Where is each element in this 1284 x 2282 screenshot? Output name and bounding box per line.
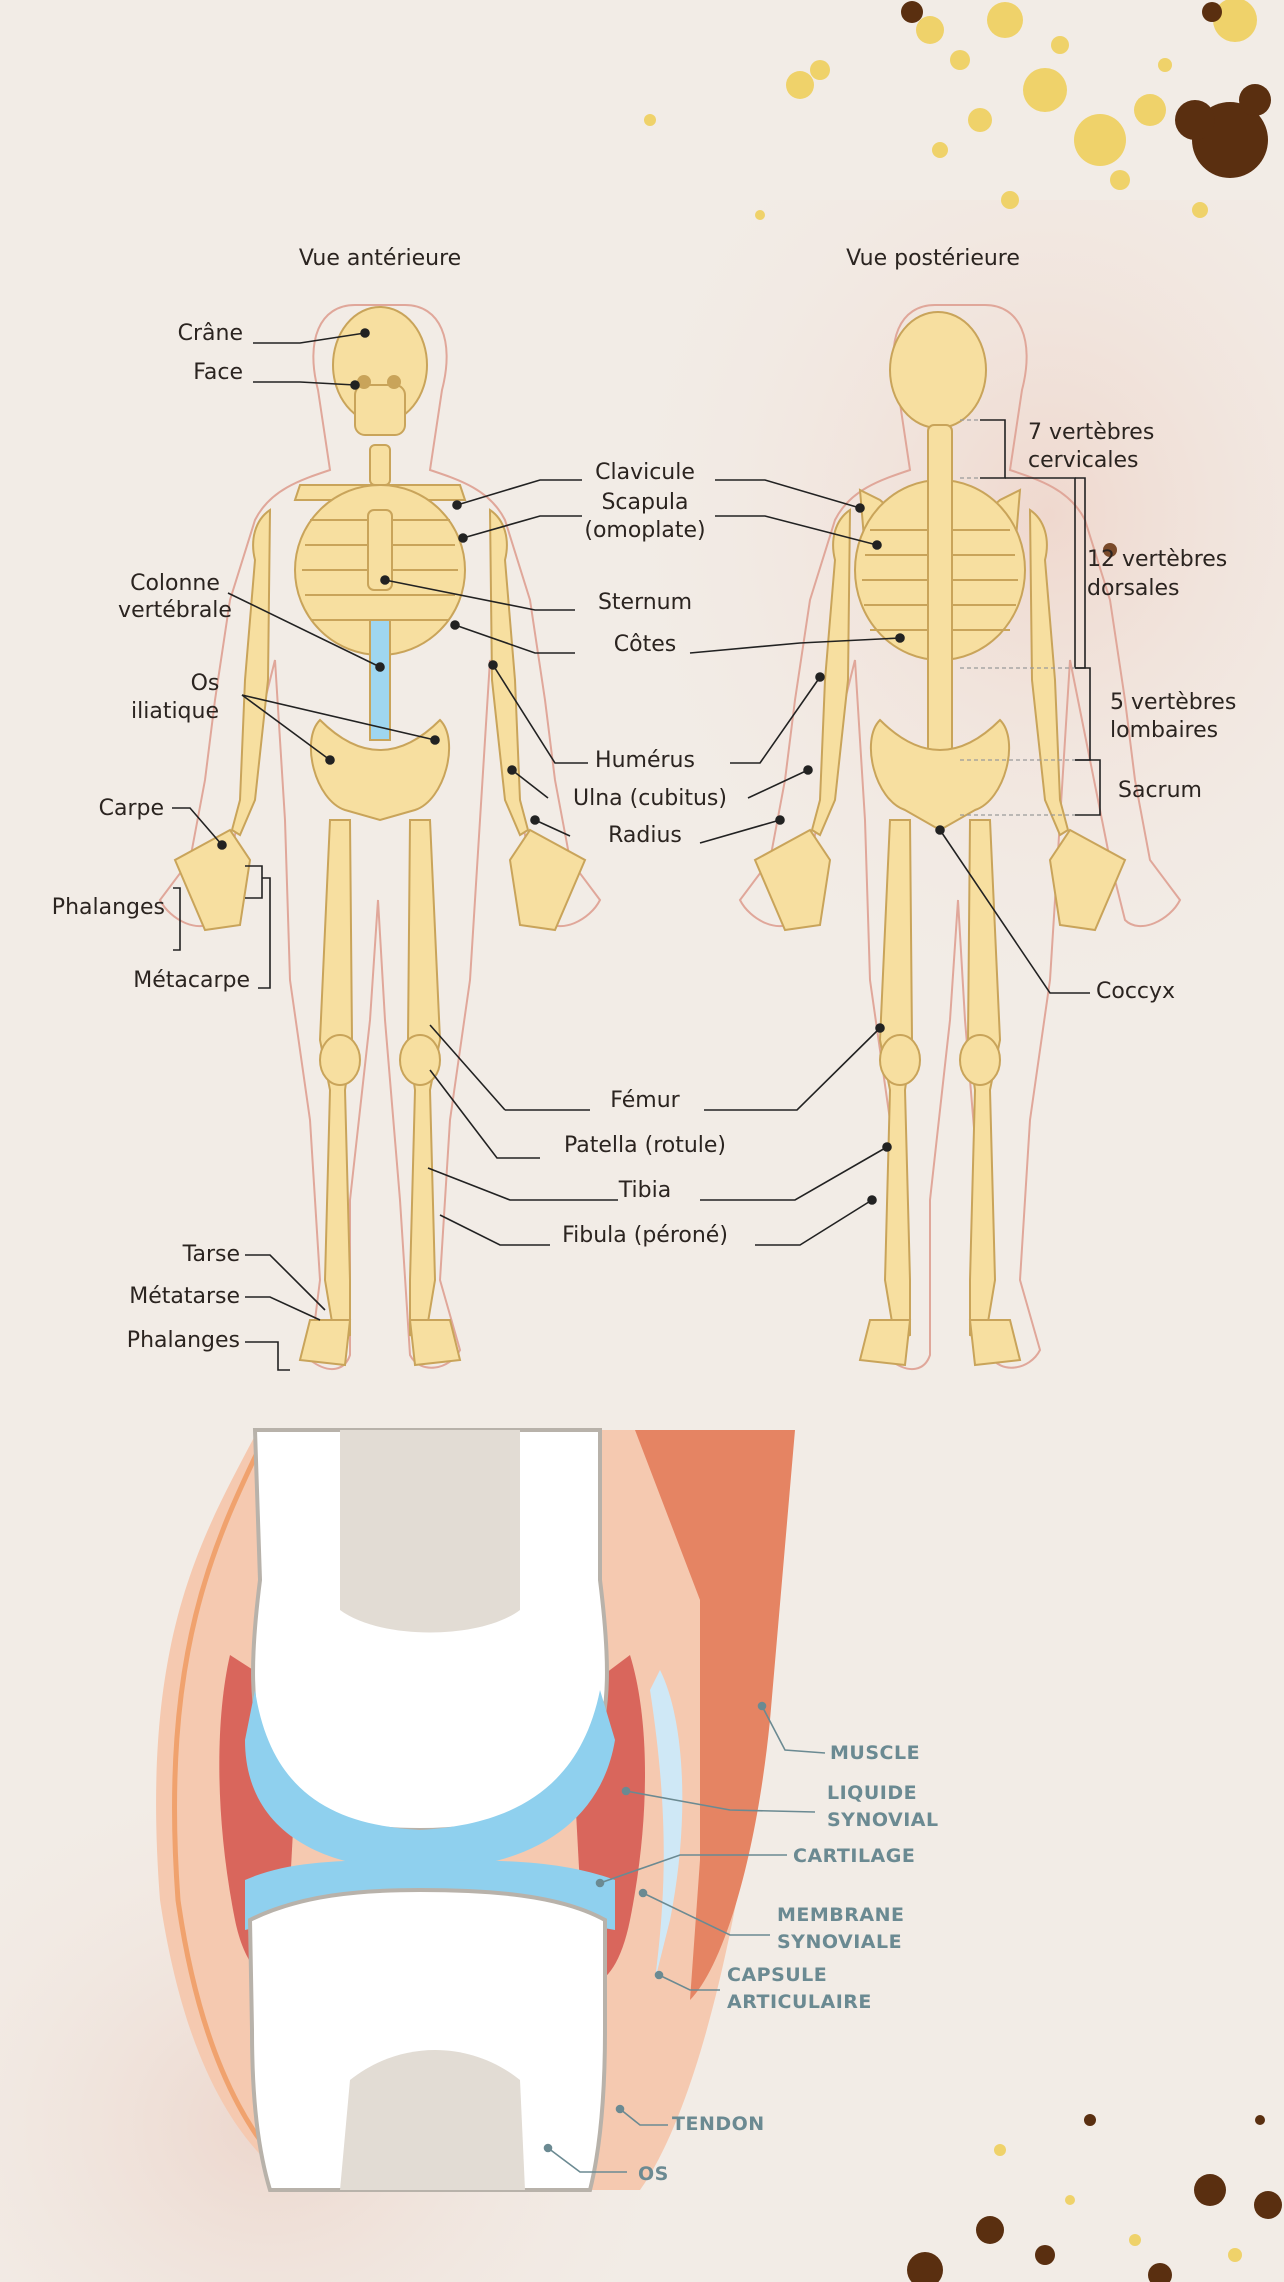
label-humerus: Humérus bbox=[595, 748, 695, 773]
label-phalanges-main: Phalanges bbox=[51, 895, 165, 920]
anterior-view-title: Vue antérieure bbox=[298, 246, 462, 271]
label-scapula-2: (omoplate) bbox=[584, 518, 706, 543]
label-dorsales-1: 12 vertèbres bbox=[1087, 547, 1228, 572]
joint-label-membrane-2: SYNOVIALE bbox=[777, 1931, 903, 1953]
label-os-1: Os bbox=[190, 671, 220, 696]
knee-joint bbox=[156, 1428, 795, 2192]
skeleton-anterior bbox=[158, 304, 602, 1370]
label-os-2: iliatique bbox=[131, 699, 219, 724]
label-tarse: Tarse bbox=[182, 1242, 240, 1267]
label-sacrum: Sacrum bbox=[1118, 778, 1202, 803]
label-clavicule: Clavicule bbox=[595, 460, 695, 485]
label-metacarpe: Métacarpe bbox=[133, 968, 250, 993]
label-cervicales-2: cervicales bbox=[1028, 448, 1139, 473]
skeleton-posterior bbox=[738, 304, 1182, 1370]
vertebra-guides bbox=[960, 419, 1075, 816]
joint-leader-lines bbox=[543, 1701, 826, 2173]
posterior-view-title: Vue postérieure bbox=[846, 246, 1020, 271]
label-face: Face bbox=[193, 360, 243, 385]
label-patella: Patella (rotule) bbox=[563, 1133, 727, 1158]
joint-label-membrane-1: MEMBRANE bbox=[777, 1904, 905, 1926]
gold-splash-bottom bbox=[994, 2144, 1242, 2262]
label-coccyx: Coccyx bbox=[1096, 979, 1176, 1004]
label-colonne-1: Colonne bbox=[130, 571, 220, 596]
joint-label-os: OS bbox=[638, 2163, 669, 2185]
label-scapula-1: Scapula bbox=[601, 490, 689, 515]
brown-splash-decoration bbox=[901, 1, 1282, 2282]
label-femur: Fémur bbox=[610, 1088, 680, 1113]
label-cervicales-1: 7 vertèbres bbox=[1028, 420, 1155, 445]
label-dorsales-2: dorsales bbox=[1087, 576, 1180, 601]
joint-label-liquide-2: SYNOVIAL bbox=[827, 1809, 939, 1831]
joint-label-cartilage: CARTILAGE bbox=[793, 1845, 916, 1867]
label-radius: Radius bbox=[608, 823, 682, 848]
label-carpe: Carpe bbox=[98, 796, 164, 821]
joint-label-capsule-1: CAPSULE bbox=[727, 1964, 828, 1986]
label-sternum: Sternum bbox=[597, 590, 693, 615]
gold-splash-decoration bbox=[644, 0, 1257, 220]
label-fibula: Fibula (péroné) bbox=[562, 1223, 728, 1248]
leader-lines bbox=[172, 328, 1101, 1371]
label-colonne-2: vertébrale bbox=[118, 598, 232, 623]
joint-label-tendon: TENDON bbox=[672, 2113, 765, 2135]
label-cotes: Côtes bbox=[613, 632, 677, 657]
label-lombaires-1: 5 vertèbres bbox=[1110, 690, 1237, 715]
joint-label-capsule-2: ARTICULAIRE bbox=[727, 1991, 872, 2013]
label-crane: Crâne bbox=[177, 321, 243, 346]
label-lombaires-2: lombaires bbox=[1110, 718, 1219, 743]
label-metatarse: Métatarse bbox=[129, 1284, 240, 1309]
label-tibia: Tibia bbox=[618, 1178, 672, 1203]
label-phalanges-pied: Phalanges bbox=[126, 1328, 240, 1353]
label-ulna: Ulna (cubitus) bbox=[573, 786, 727, 811]
joint-label-muscle: MUSCLE bbox=[830, 1742, 921, 1764]
joint-label-liquide-1: LIQUIDE bbox=[827, 1782, 918, 1804]
